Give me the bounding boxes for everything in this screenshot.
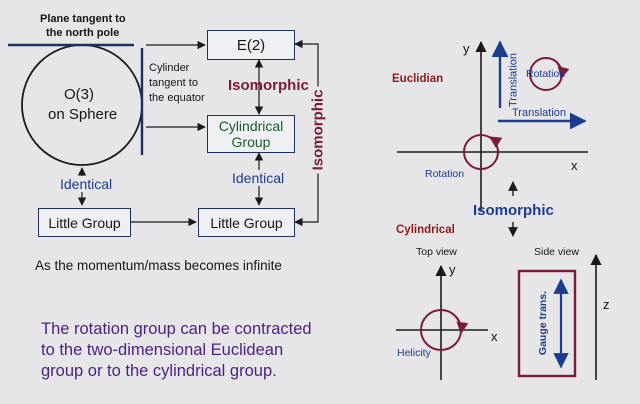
translation-vertical-label: Translation xyxy=(507,52,520,108)
side-view-label: Side view xyxy=(534,246,579,258)
euclid-rotation-arrow xyxy=(488,136,503,148)
rotation-circle-label: Rotation xyxy=(526,68,566,80)
euclidian-label: Euclidian xyxy=(392,73,444,85)
summary-line2: to the two-dimensional Euclidean xyxy=(41,341,284,359)
sphere-label-line1: O(3) xyxy=(64,86,94,103)
summary-line3: group or to the cylindrical group. xyxy=(41,362,277,380)
topview-rotation-arrow xyxy=(455,316,469,335)
gauge-rect xyxy=(517,269,577,378)
isomorphic-vertical-label: Isomorphic xyxy=(309,86,327,174)
little-group-left-label: Little Group xyxy=(48,214,121,231)
little-group-right-box: Little Group xyxy=(198,208,295,237)
cylindrical-label: Cylindrical xyxy=(396,224,455,236)
cylindrical-group-line1: Cylindrical xyxy=(218,117,284,134)
topview-x-label: x xyxy=(491,329,498,344)
identical-left-label: Identical xyxy=(58,176,115,193)
rotation-small-arrow xyxy=(556,62,570,80)
isomorphic-bracket-bottom xyxy=(294,172,319,227)
rotation-origin-label: Rotation xyxy=(425,168,465,180)
cylindrical-group-box: Cylindrical Group xyxy=(207,115,295,153)
plane-label-line2: the north pole xyxy=(46,27,120,39)
caption: As the momentum/mass becomes infinite xyxy=(35,258,282,273)
translation-horizontal-label: Translation xyxy=(512,107,567,119)
gauge-label: Gauge trans. xyxy=(536,290,549,356)
isomorphic-right-label: Isomorphic xyxy=(473,202,554,219)
isomorphic-center-label: Isomorphic xyxy=(228,77,309,94)
z-label: z xyxy=(603,297,610,312)
little-group-left-box: Little Group xyxy=(38,208,131,237)
topview-y-label: y xyxy=(449,262,456,277)
identical-right-label: Identical xyxy=(230,170,287,187)
cylindrical-group-line2: Group xyxy=(231,134,271,150)
top-view-label: Top view xyxy=(416,246,457,258)
plane-label-line1: Plane tangent to xyxy=(40,13,126,25)
euclid-y-label: y xyxy=(463,41,470,56)
cylinder-label-line1: Cylinder xyxy=(149,62,190,74)
summary-line1: The rotation group can be contracted xyxy=(41,320,312,338)
e2-box: E(2) xyxy=(207,30,295,60)
cylinder-label-line2: tangent to xyxy=(149,77,198,89)
little-group-right-label: Little Group xyxy=(210,214,283,231)
euclid-x-label: x xyxy=(571,158,578,173)
euclid-rotation-circle xyxy=(463,134,499,170)
e2-box-label: E(2) xyxy=(236,36,266,54)
sphere-circle xyxy=(21,44,143,166)
helicity-label: Helicity xyxy=(397,347,431,359)
cylinder-label-line3: the equator xyxy=(149,92,205,104)
sphere-label-line2: on Sphere xyxy=(48,106,118,123)
